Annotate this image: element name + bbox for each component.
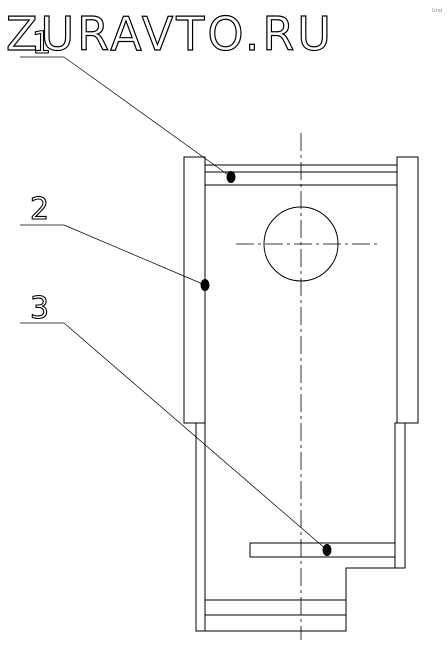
right-wall-upper (396, 156, 419, 424)
leader-3 (63, 322, 328, 551)
right-wall-lower (394, 422, 406, 569)
callout-label-2: 2 (30, 192, 49, 227)
base-plate (204, 599, 347, 616)
watermark-text: ZURAVTO.RU (6, 7, 334, 61)
corner-mark: Ural (432, 8, 442, 14)
lower-shelf (249, 542, 396, 558)
leader-1 (63, 56, 232, 178)
left-wall-lower (195, 422, 206, 632)
housing-outline-left (183, 156, 206, 632)
housing-outline-right (394, 156, 419, 569)
leader-2 (63, 224, 206, 286)
callout-label-3: 3 (30, 291, 49, 326)
left-wall-upper (183, 156, 206, 424)
callout-label-1: 1 (32, 26, 51, 61)
